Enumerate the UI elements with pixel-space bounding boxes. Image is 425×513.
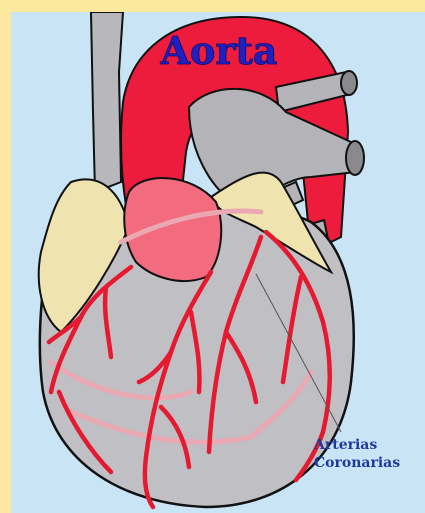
coronary-label-line1: Arterias bbox=[314, 436, 424, 454]
aorta-label: Aorta bbox=[159, 28, 277, 73]
aortic-root bbox=[124, 178, 221, 281]
pulmonary-trunk-end bbox=[346, 141, 364, 175]
coronary-label-line2: Coronarias bbox=[314, 454, 424, 472]
branch-vessel-upper-end bbox=[341, 71, 357, 95]
diagram-frame: Aorta Arterias Coronarias bbox=[11, 12, 425, 513]
vena-cava bbox=[91, 12, 123, 192]
coronary-arteries-label: Arterias Coronarias bbox=[314, 436, 424, 472]
